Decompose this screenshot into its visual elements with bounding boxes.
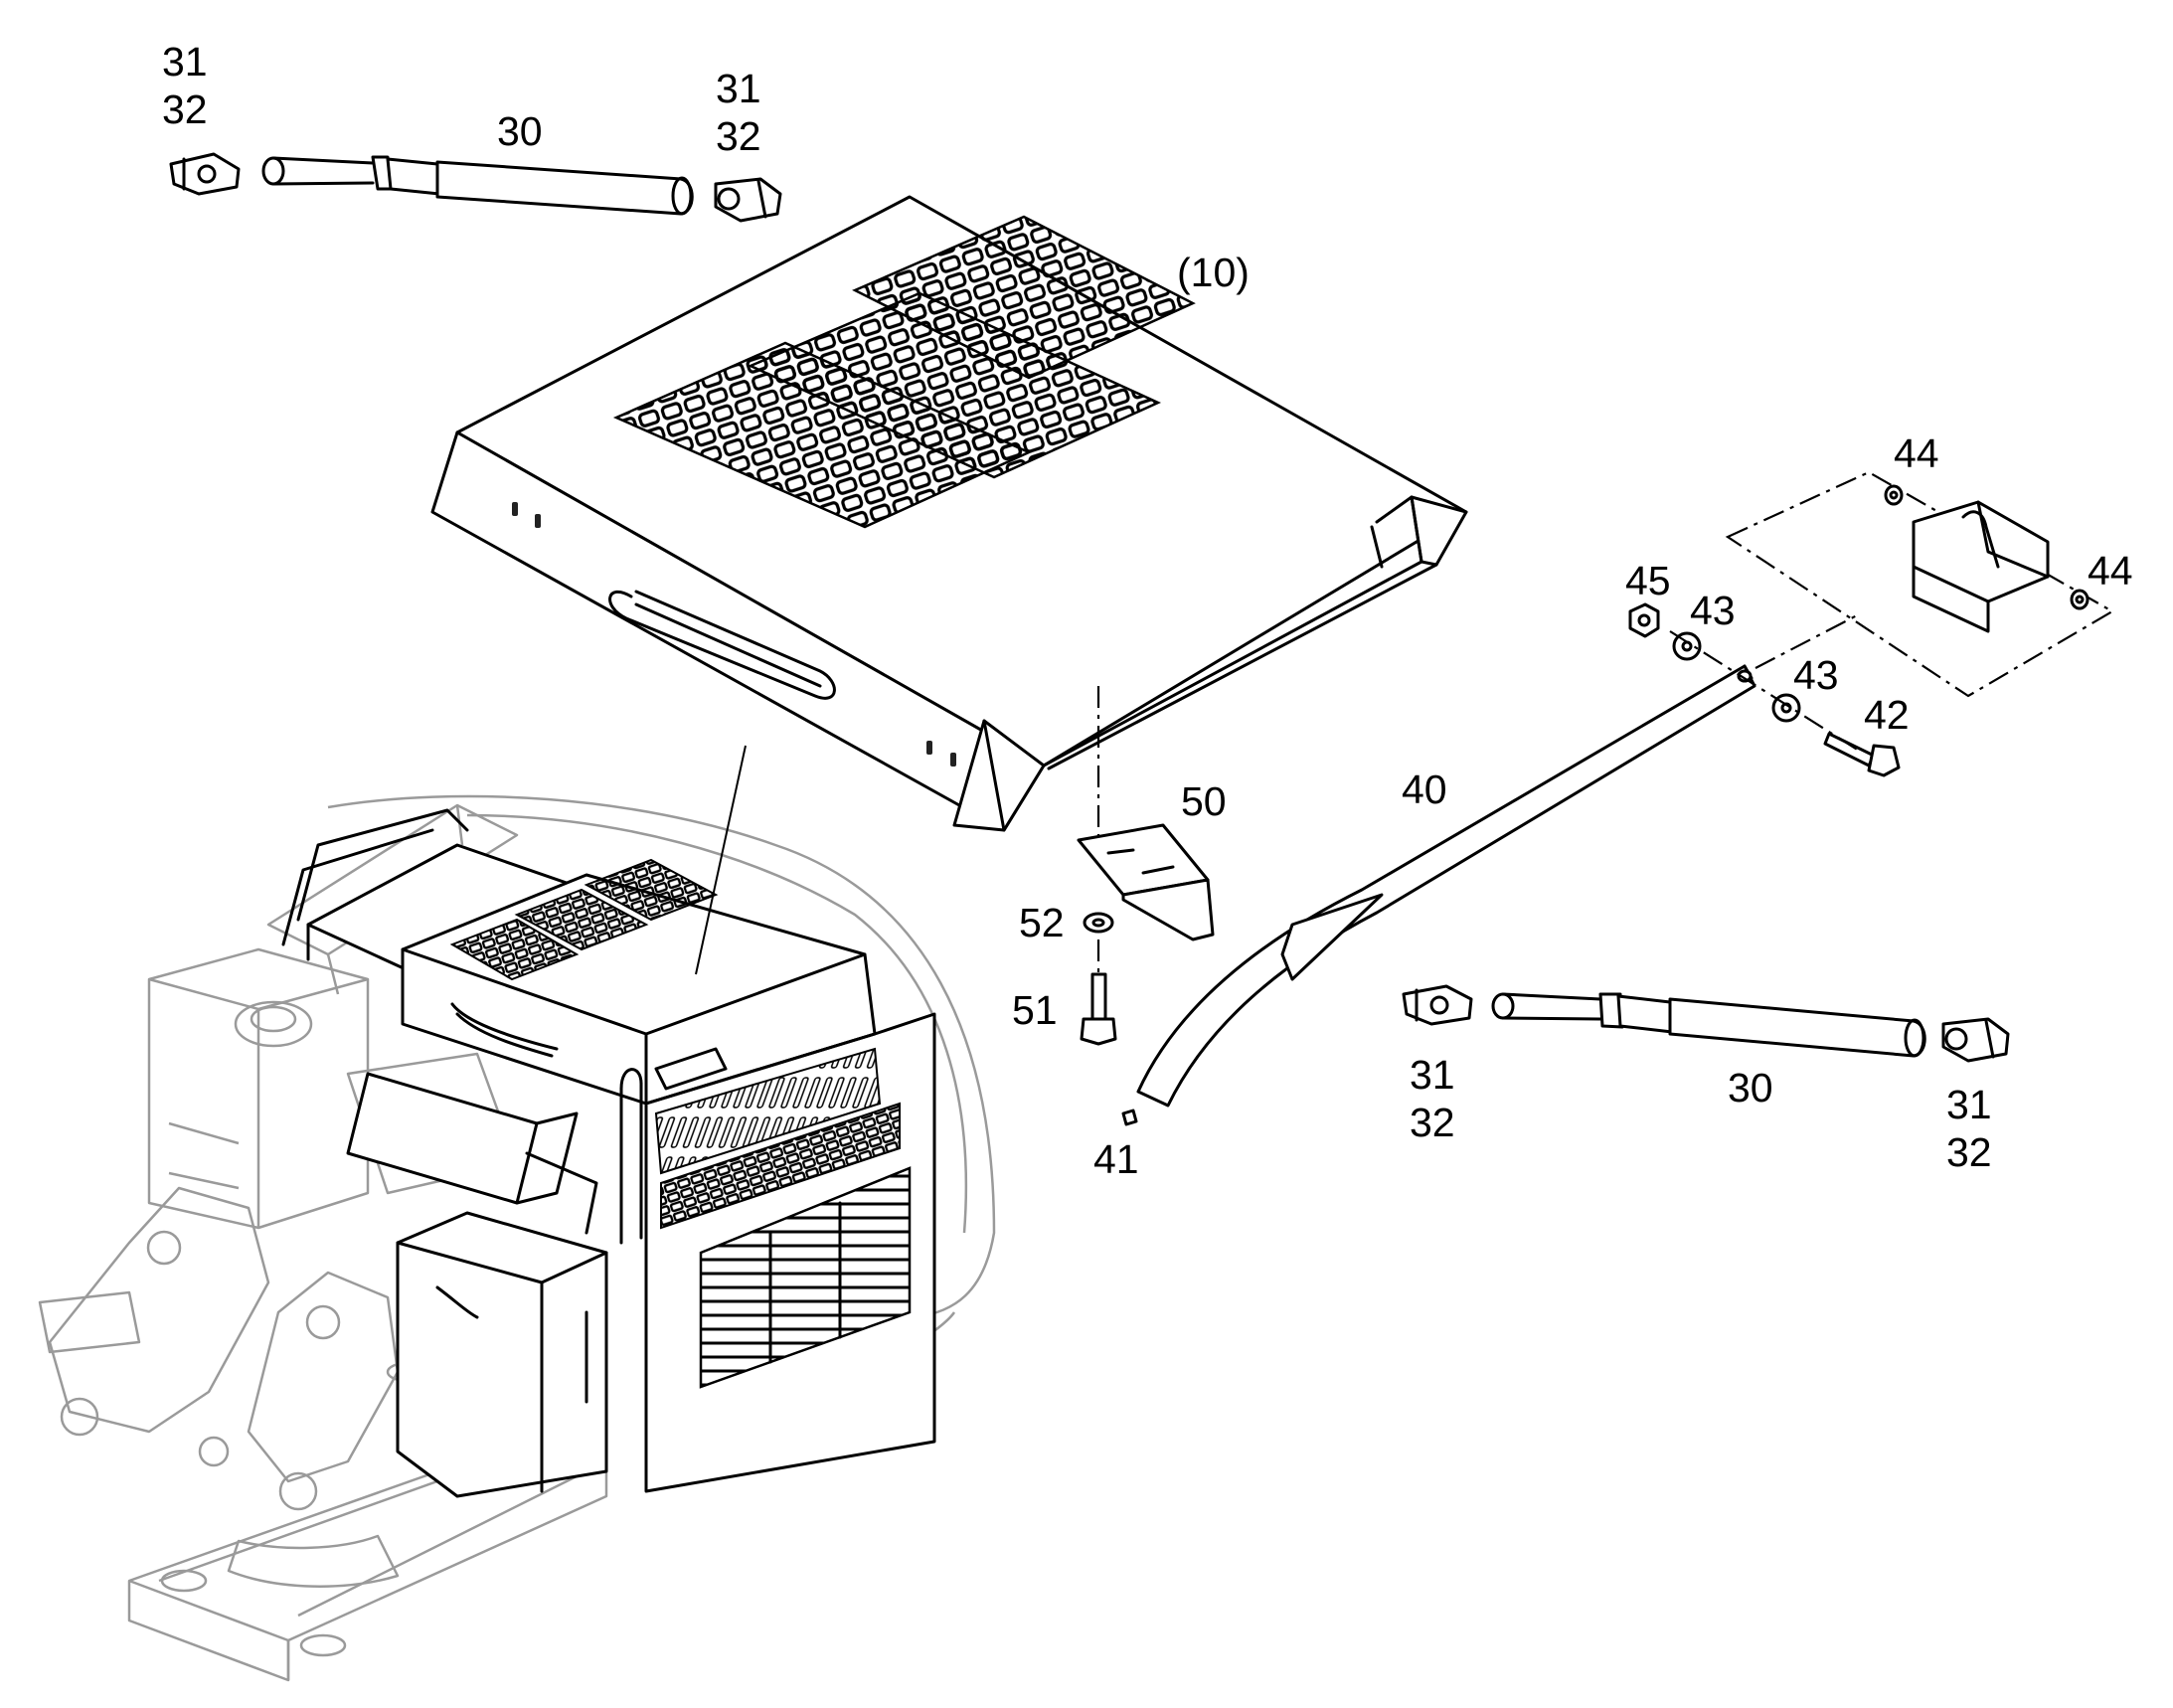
label-31-top-right: 31 xyxy=(716,66,761,111)
hood-leader-line xyxy=(695,745,747,975)
label-31-top-left: 31 xyxy=(162,39,208,85)
label-44-top: 44 xyxy=(1894,430,1939,476)
label-40: 40 xyxy=(1402,767,1447,812)
label-31-bottom-left: 31 xyxy=(1410,1052,1455,1098)
label-32-bottom-left: 32 xyxy=(1410,1100,1455,1145)
gas-spring-bottom xyxy=(1402,984,2010,1063)
label-43-lower: 43 xyxy=(1793,652,1839,698)
support-stay xyxy=(1121,664,1756,1126)
label-52: 52 xyxy=(1019,900,1065,945)
mounted-hood xyxy=(281,808,936,1498)
label-50: 50 xyxy=(1181,778,1227,824)
label-45: 45 xyxy=(1625,558,1671,603)
label-41: 41 xyxy=(1093,1136,1139,1182)
label-cover-ref: (10) xyxy=(1177,250,1250,295)
label-42: 42 xyxy=(1864,692,1910,738)
label-43-upper: 43 xyxy=(1690,588,1736,633)
gas-spring-top xyxy=(169,152,782,223)
label-32-top-right: 32 xyxy=(716,113,761,159)
bracket-assembly xyxy=(1077,686,1215,1046)
hardware-fasteners xyxy=(1628,470,2115,777)
label-30-top: 30 xyxy=(497,108,543,154)
label-44-right: 44 xyxy=(2088,548,2133,594)
label-30-bottom: 30 xyxy=(1728,1065,1773,1110)
label-32-bottom-right: 32 xyxy=(1946,1129,1992,1175)
hood-cover xyxy=(430,195,1468,832)
label-31-bottom-right: 31 xyxy=(1946,1082,1992,1127)
label-51: 51 xyxy=(1012,987,1058,1033)
label-32-top-left: 32 xyxy=(162,86,208,132)
